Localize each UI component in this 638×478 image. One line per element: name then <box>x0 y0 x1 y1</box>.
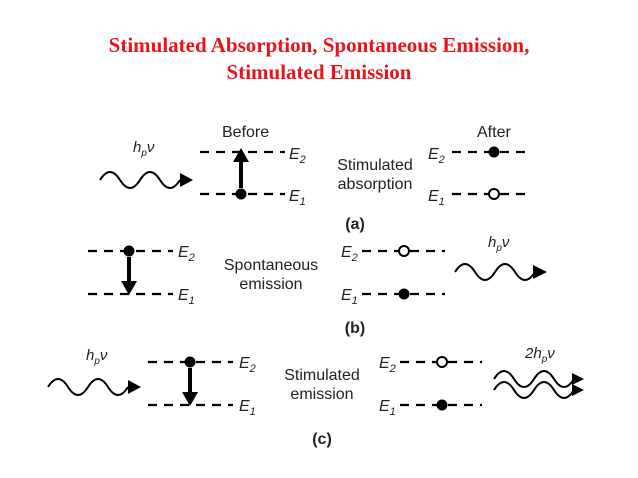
e1-label-after-c: E1 <box>379 398 396 418</box>
e2-label-before-c: E2 <box>239 355 256 375</box>
electron-excited-before-b <box>123 245 135 257</box>
photon-label-c-out: 2hpν <box>524 345 555 365</box>
panel-b-tag: (b) <box>345 320 365 337</box>
absorption-arrowhead <box>233 148 249 162</box>
photon-arrowhead-c-out-1 <box>572 373 584 385</box>
process-name-b-line1: Spontaneous <box>224 257 318 274</box>
process-name-c-line2: emission <box>290 386 353 403</box>
photon-wave-c-in <box>47 378 129 396</box>
slide-title-line-1: Stimulated Absorption, Spontaneous Emiss… <box>108 33 530 57</box>
photon-label-b: hpν <box>488 234 510 254</box>
vacancy-excited-after-c <box>436 356 448 368</box>
electron-ground-after-b <box>398 288 410 300</box>
process-name-a-line2: absorption <box>338 176 413 193</box>
emission-arrowhead-b <box>121 281 137 295</box>
slide-title-line-2: Stimulated Emission <box>226 60 412 84</box>
e1-label-before-c: E1 <box>239 398 256 418</box>
e2-label-before-b: E2 <box>178 244 195 264</box>
electron-excited-after-a <box>488 146 500 158</box>
photon-arrowhead-b <box>533 265 547 279</box>
process-name-c-line1: Stimulated <box>284 367 360 384</box>
photon-label-a: hpν <box>133 139 155 159</box>
e2-label-after-b: E2 <box>341 244 358 264</box>
vacancy-ground-after-a <box>488 188 500 200</box>
panel-c-tag: (c) <box>312 431 332 448</box>
e1-label-before-a: E1 <box>289 188 306 208</box>
e1-label-after-b: E1 <box>341 287 358 307</box>
photon-arrowhead-a <box>180 173 193 187</box>
photon-wave-c-out-2 <box>493 381 575 399</box>
electron-ground-before-a <box>235 188 247 200</box>
photon-arrowhead-c-out-2 <box>572 384 584 396</box>
after-label: After <box>477 124 511 141</box>
photon-wave-b <box>454 263 536 281</box>
e2-label-after-c: E2 <box>379 355 396 375</box>
panel-c-stimulated-emission: hpν E2 E1 Stimulated emission E2 E1 2hpν <box>47 345 584 448</box>
process-name-a-line1: Stimulated <box>337 157 413 174</box>
e2-label-after-a: E2 <box>428 146 445 166</box>
electron-ground-after-c <box>436 399 448 411</box>
vacancy-excited-after-b <box>398 245 410 257</box>
panel-b-spontaneous-emission: E2 E1 Spontaneous emission E2 E1 hpν (b) <box>88 234 547 337</box>
before-label: Before <box>222 124 269 141</box>
process-name-b-line2: emission <box>239 276 302 293</box>
panel-a-stimulated-absorption: Before After hpν E2 E1 Stimulated absorp… <box>99 124 530 233</box>
photon-label-c-in: hpν <box>86 347 108 367</box>
photon-wave-c-out-1 <box>493 370 575 388</box>
electron-excited-before-c <box>184 356 196 368</box>
photon-arrowhead-c-in <box>128 380 141 394</box>
e1-label-before-b: E1 <box>178 287 195 307</box>
photon-wave-a <box>99 171 181 189</box>
e1-label-after-a: E1 <box>428 188 445 208</box>
panel-a-tag: (a) <box>345 216 365 233</box>
emission-arrowhead-c <box>182 392 198 406</box>
e2-label-before-a: E2 <box>289 146 306 166</box>
